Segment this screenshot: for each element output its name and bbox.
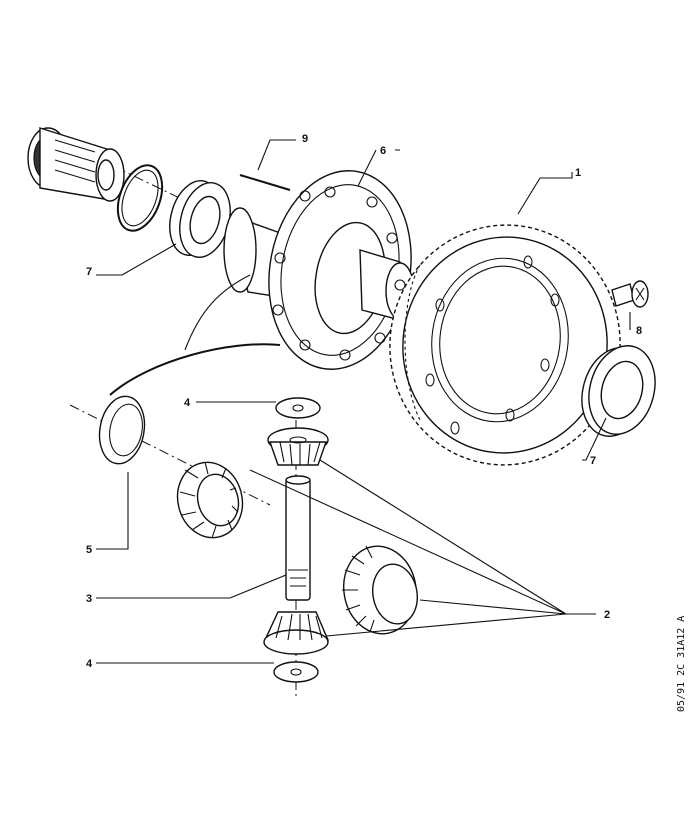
o-ring	[116, 164, 164, 232]
reference-code: 05/91 2C 31A12 A	[676, 616, 687, 712]
thrust-washer-lower	[273, 661, 319, 683]
inner-arc-2	[184, 274, 251, 351]
planet-gear-lower	[263, 611, 330, 655]
ring-gear-bolt-holes	[425, 255, 560, 435]
leader-lines	[96, 139, 631, 664]
ring-gear	[389, 224, 621, 466]
housing-bolt-holes	[272, 186, 406, 361]
pinion-shaft	[285, 475, 311, 601]
side-gear-left	[176, 461, 244, 539]
thrust-washer-upper	[275, 397, 321, 419]
callout-3: 3	[86, 593, 92, 605]
callout-4-lower: 4	[86, 658, 93, 670]
callout-5: 5	[86, 544, 92, 556]
bearing-cup-upper	[169, 180, 231, 258]
bearing-cone-assembly	[27, 127, 125, 202]
callout-4-upper: 4	[184, 397, 191, 409]
pin	[239, 174, 291, 191]
callout-9: 9	[302, 133, 308, 145]
callout-2: 2	[604, 609, 610, 621]
screw	[611, 280, 649, 308]
callout-8: 8	[636, 325, 642, 337]
planet-gear-upper	[267, 427, 329, 466]
callout-1: 1	[575, 167, 581, 179]
differential-housing	[223, 170, 415, 370]
callout-7-right: 7	[590, 455, 596, 467]
callout-6: 6	[380, 145, 386, 157]
bearing-cup-right	[581, 345, 656, 437]
side-gear-right	[342, 545, 418, 635]
bearing-race	[98, 395, 146, 465]
main-axis-line	[79, 149, 641, 421]
inner-arc	[109, 343, 281, 396]
callout-7-left: 7	[86, 266, 92, 278]
